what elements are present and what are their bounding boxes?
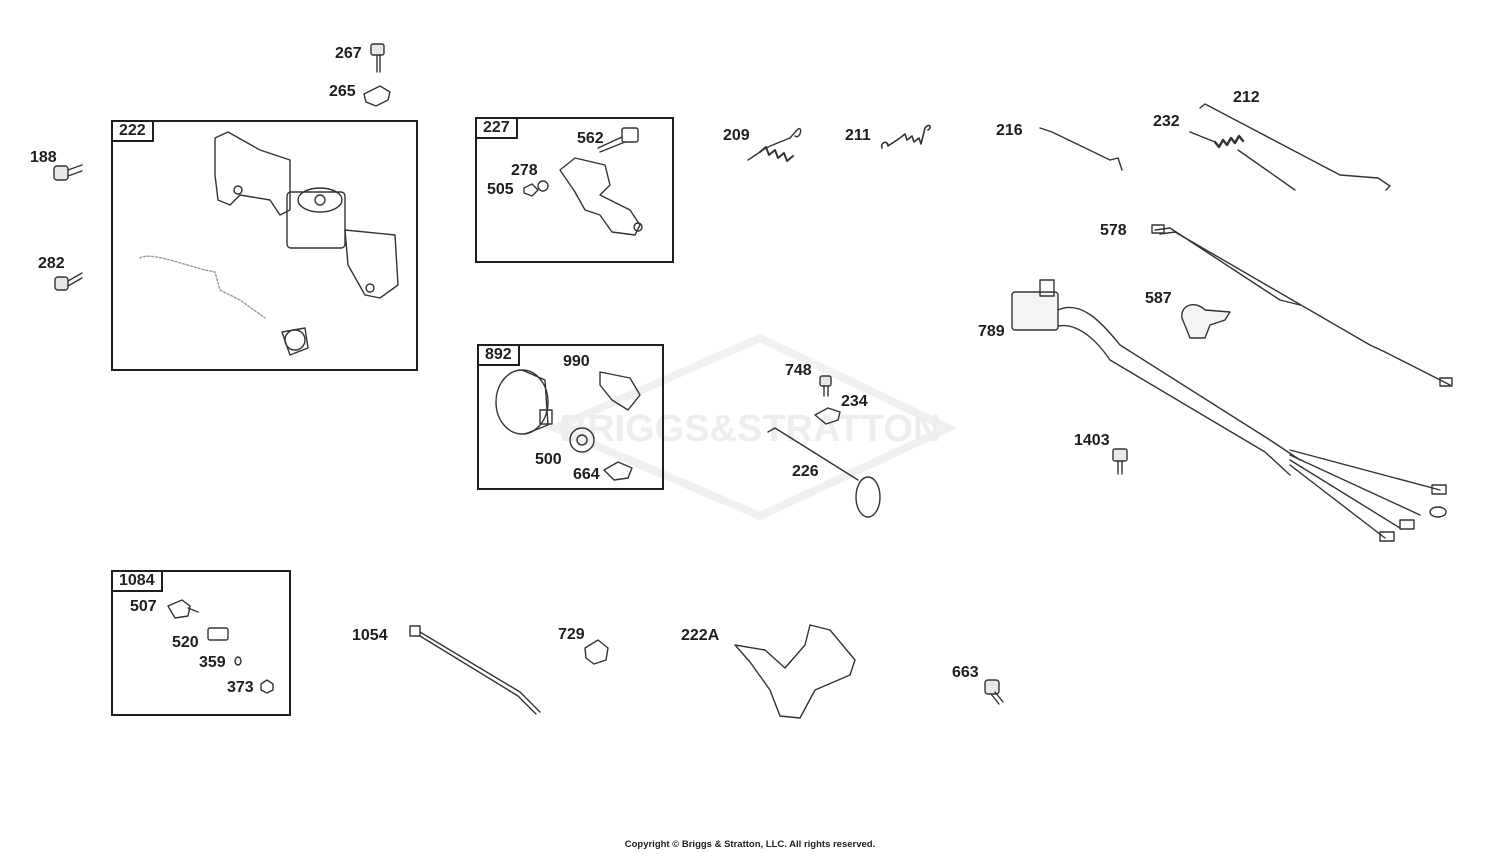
- group-box-222: 222: [111, 120, 418, 371]
- part-label[interactable]: 267: [335, 45, 362, 62]
- group-label-227: 227: [477, 119, 518, 139]
- watermark-text: BRIGGS&STRATTON: [560, 408, 941, 450]
- clip-265-icon: [363, 85, 391, 107]
- part-label[interactable]: 562: [577, 130, 604, 147]
- brand-watermark: BRIGGS&STRATTON: [544, 333, 958, 521]
- clamp-587-icon: [1181, 304, 1231, 339]
- bolt-282-icon: [54, 272, 83, 291]
- group-box-1084: 1084: [111, 570, 291, 716]
- part-label[interactable]: 748: [785, 362, 812, 379]
- bolt-188-icon: [53, 164, 83, 181]
- main-harness-789-icon: [1011, 279, 1447, 542]
- bolt-1403-icon: [1112, 448, 1128, 475]
- bolt-267-icon: [370, 43, 385, 73]
- control-bracket-assembly: [139, 131, 399, 356]
- copyright-notice: Copyright © Briggs & Stratton, LLC. All …: [624, 839, 876, 850]
- part-label[interactable]: 507: [130, 598, 157, 615]
- wire-harness-578-icon: [1151, 224, 1453, 387]
- bracket-222A-icon: [734, 624, 856, 719]
- group-label-892: 892: [479, 346, 520, 366]
- part-label[interactable]: 265: [329, 83, 356, 100]
- part-label[interactable]: 1403: [1074, 432, 1110, 449]
- part-label[interactable]: 990: [563, 353, 590, 370]
- part-label[interactable]: 664: [573, 466, 600, 483]
- part-label[interactable]: 500: [535, 451, 562, 468]
- ignition-switch-assembly: [495, 369, 641, 481]
- link-216-icon: [1039, 127, 1123, 171]
- part-label[interactable]: 216: [996, 122, 1023, 139]
- part-label[interactable]: 209: [723, 127, 750, 144]
- group-label-1084: 1084: [113, 572, 163, 592]
- part-label[interactable]: 587: [1145, 290, 1172, 307]
- spring-209-icon: [747, 127, 802, 162]
- part-label[interactable]: 212: [1233, 89, 1260, 106]
- part-label[interactable]: 663: [952, 664, 979, 681]
- part-label[interactable]: 234: [841, 393, 868, 410]
- part-label[interactable]: 278: [511, 162, 538, 179]
- part-label[interactable]: 211: [845, 127, 871, 144]
- part-label[interactable]: 282: [38, 255, 65, 272]
- group-box-227: 227: [475, 117, 674, 263]
- part-label[interactable]: 1054: [352, 627, 388, 644]
- rod-212-icon: [1199, 103, 1391, 191]
- interlock-switch-assembly: [167, 599, 274, 694]
- group-label-222: 222: [113, 122, 154, 142]
- part-label[interactable]: 373: [227, 679, 254, 696]
- part-label[interactable]: 505: [487, 181, 514, 198]
- part-label[interactable]: 359: [199, 654, 226, 671]
- part-label[interactable]: 226: [792, 463, 819, 480]
- spring-232-icon: [1189, 131, 1296, 191]
- bolt-663-icon: [984, 679, 1004, 705]
- part-label[interactable]: 232: [1153, 113, 1180, 130]
- group-box-892: 892: [477, 344, 664, 490]
- part-label[interactable]: 789: [978, 323, 1005, 340]
- bolt-748-icon: [819, 375, 832, 397]
- part-label[interactable]: 222A: [681, 627, 720, 644]
- spring-211-icon: [880, 124, 931, 149]
- throttle-lever-assembly: [523, 127, 643, 236]
- part-label[interactable]: 520: [172, 634, 199, 651]
- part-label[interactable]: 578: [1100, 222, 1127, 239]
- cable-tie-1054-icon: [409, 625, 541, 715]
- clip-234-icon: [814, 407, 841, 425]
- connector-729-icon: [584, 639, 609, 665]
- part-label[interactable]: 188: [30, 149, 57, 166]
- part-label[interactable]: 729: [558, 626, 585, 643]
- rod-226-icon: [767, 427, 881, 518]
